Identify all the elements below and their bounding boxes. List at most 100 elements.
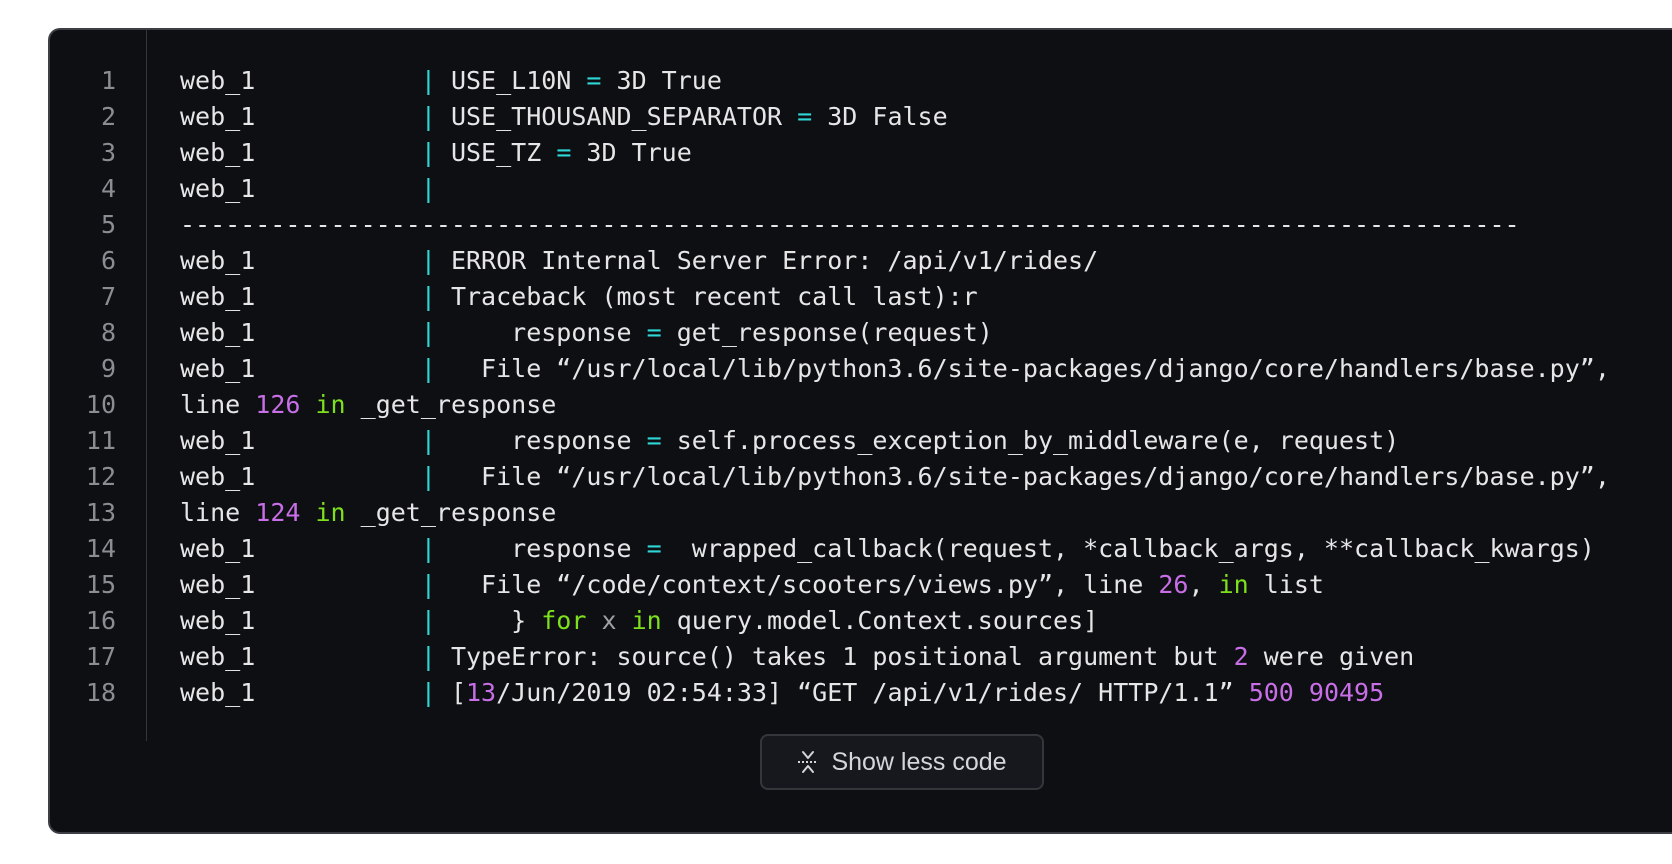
token-pipe: |	[420, 354, 436, 383]
token-pipe: |	[420, 678, 436, 707]
token-pipe: |	[420, 102, 436, 131]
token-text: USE_THOUSAND_SEPARATOR	[435, 102, 798, 131]
line-number: 7	[100, 282, 116, 311]
token-op: =	[646, 318, 662, 347]
token-text: _get_response	[345, 498, 557, 527]
show-less-code-button[interactable]: Show less code	[760, 734, 1044, 790]
code-line: 14 web_1 | response = wrapped_callback(re…	[50, 531, 1610, 567]
code-line: 18 web_1 | [13/Jun/2019 02:54:33] “GET /a…	[50, 675, 1610, 711]
code-line: 12 web_1 | File “/usr/local/lib/python3.6…	[50, 459, 1610, 495]
line-number: 2	[100, 102, 116, 131]
token-text: wrapped_callback(request, *callback_args…	[661, 534, 1595, 563]
token-text: line	[180, 498, 256, 527]
code-line: 5 ---------------------------------------…	[50, 207, 1610, 243]
line-number: 15	[85, 570, 116, 599]
token-text: File “/code/context/scooters/views.py”, …	[435, 570, 1159, 599]
line-number: 10	[85, 390, 116, 419]
token-text: response	[435, 534, 647, 563]
token-kw: for	[541, 606, 587, 635]
token-num: 13	[466, 678, 497, 707]
token-text: web_1	[180, 642, 421, 671]
token-pipe: |	[420, 318, 436, 347]
code-line: 7 web_1 | Traceback (most recent call las…	[50, 279, 1610, 315]
token-text	[617, 606, 632, 635]
token-text: web_1	[180, 426, 421, 455]
token-pipe: |	[420, 570, 436, 599]
token-text: 3D False	[812, 102, 948, 131]
token-kw: in	[1218, 570, 1249, 599]
token-op: =	[646, 426, 662, 455]
token-text: web_1	[180, 678, 421, 707]
token-text: web_1	[180, 534, 421, 563]
line-number: 12	[85, 462, 116, 491]
token-text: File “/usr/local/lib/python3.6/site-pack…	[435, 462, 1610, 491]
line-text: web_1 | File “/code/context/scooters/vie…	[180, 567, 1324, 603]
line-number: 1	[100, 66, 116, 95]
code-block: 1 web_1 | USE_L10N = 3D True 2 web_1 | USE_…	[48, 28, 1672, 834]
line-text: web_1 |	[180, 171, 436, 207]
line-text: line 124 in _get_response	[180, 495, 556, 531]
token-text: self.process_exception_by_middleware(e, …	[661, 426, 1400, 455]
line-number: 16	[85, 606, 116, 635]
token-pipe: |	[420, 642, 436, 671]
token-pipe: |	[420, 282, 436, 311]
token-kw: in	[631, 606, 662, 635]
token-text: web_1	[180, 354, 421, 383]
line-text: web_1 | response = self.process_exceptio…	[180, 423, 1399, 459]
token-text: [	[435, 678, 466, 707]
line-text: web_1 | response = get_response(request)	[180, 315, 993, 351]
token-text: web_1	[180, 66, 421, 95]
token-text: web_1	[180, 606, 421, 635]
token-text	[300, 498, 315, 527]
token-text: }	[435, 606, 542, 635]
line-number: 13	[85, 498, 116, 527]
token-pipe: |	[420, 426, 436, 455]
token-text: USE_L10N	[435, 66, 587, 95]
token-text: get_response(request)	[661, 318, 993, 347]
token-text: query.model.Context.sources]	[661, 606, 1099, 635]
token-pipe: |	[420, 462, 436, 491]
token-dim: x	[601, 606, 617, 635]
line-number: 18	[85, 678, 116, 707]
token-text: web_1	[180, 462, 421, 491]
token-text	[300, 390, 315, 419]
token-text: 3D True	[601, 66, 722, 95]
line-text: web_1 | Traceback (most recent call last…	[180, 279, 978, 315]
line-text: web_1 | [13/Jun/2019 02:54:33] “GET /api…	[180, 675, 1384, 711]
token-text: web_1	[180, 138, 421, 167]
code-line: 15 web_1 | File “/code/context/scooters/v…	[50, 567, 1610, 603]
line-text: web_1 | response = wrapped_callback(requ…	[180, 531, 1595, 567]
line-text: web_1 | ERROR Internal Server Error: /ap…	[180, 243, 1098, 279]
token-kw: in	[315, 390, 346, 419]
token-text: line	[180, 390, 256, 419]
token-text: web_1	[180, 246, 421, 275]
line-number: 9	[100, 354, 116, 383]
line-number: 8	[100, 318, 116, 347]
fold-icon	[797, 749, 819, 775]
code-line: 8 web_1 | response = get_response(request…	[50, 315, 1610, 351]
code-line: 9 web_1 | File “/usr/local/lib/python3.6/…	[50, 351, 1610, 387]
line-number: 5	[100, 210, 116, 239]
token-num: 2	[1233, 642, 1249, 671]
token-text: were given	[1248, 642, 1415, 671]
gutter-divider	[146, 30, 147, 741]
token-text: File “/usr/local/lib/python3.6/site-pack…	[435, 354, 1610, 383]
token-num: 500	[1248, 678, 1294, 707]
token-text: web_1	[180, 282, 421, 311]
token-text: TypeError: source() takes 1 positional a…	[435, 642, 1234, 671]
token-pipe: |	[420, 246, 436, 275]
token-pipe: |	[420, 534, 436, 563]
token-op: =	[646, 534, 662, 563]
show-less-code-label: Show less code	[831, 747, 1007, 776]
line-number: 14	[85, 534, 116, 563]
line-text: ----------------------------------------…	[180, 207, 1520, 243]
line-text: web_1 | File “/usr/local/lib/python3.6/s…	[180, 459, 1610, 495]
token-text: response	[435, 426, 647, 455]
token-text: USE_TZ	[435, 138, 557, 167]
token-pipe: |	[420, 174, 436, 203]
